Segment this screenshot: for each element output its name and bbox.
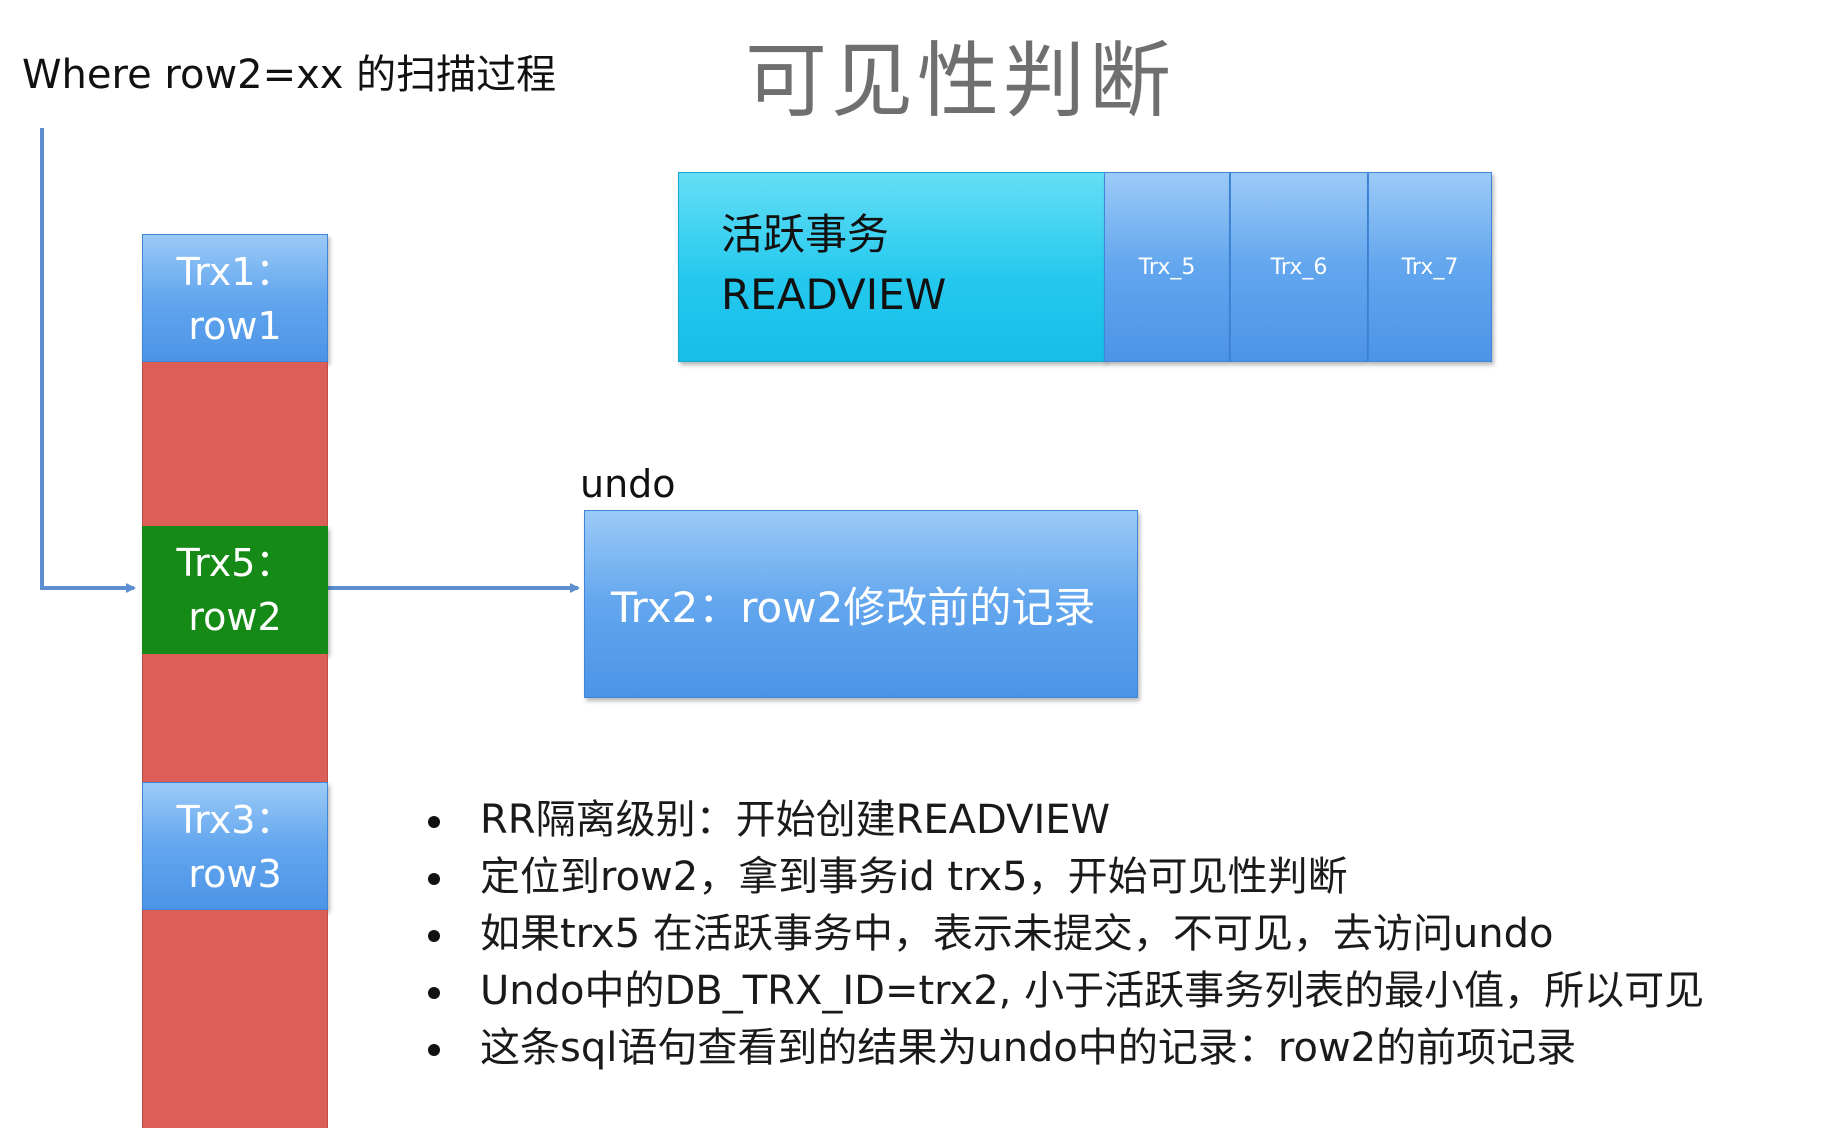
explanation-item: 这条sql语句查看到的结果为undo中的记录：row2的前项记录 (428, 1020, 1704, 1077)
explanation-item: Undo中的DB_TRX_ID=trx2, 小于活跃事务列表的最小值，所以可见 (428, 963, 1704, 1020)
row-trx3: Trx3： row3 (142, 782, 328, 910)
row-trx1-row: row1 (188, 304, 282, 348)
scan-arrow (40, 128, 136, 593)
row-trx3-row: row3 (188, 852, 282, 896)
row-trx3-id: Trx3： (176, 798, 294, 842)
row-trx5-id: Trx5： (176, 541, 294, 585)
scan-process-label: Where row2=xx 的扫描过程 (22, 52, 557, 98)
row-trx1-id: Trx1： (176, 250, 294, 294)
row-block-red-3 (142, 910, 328, 1128)
readview-box: 活跃事务 READVIEW (678, 172, 1106, 362)
row-trx5-row: row2 (188, 595, 282, 639)
readview-trx-5: Trx_5 (1104, 172, 1230, 362)
row-trx5: Trx5： row2 (142, 526, 328, 654)
undo-record-box: Trx2：row2修改前的记录 (584, 510, 1138, 698)
explanation-item: RR隔离级别：开始创建READVIEW (428, 792, 1704, 849)
readview-subtitle: READVIEW (721, 270, 947, 319)
row-trx1: Trx1： row1 (142, 234, 328, 362)
explanation-item: 定位到row2，拿到事务id trx5，开始可见性判断 (428, 849, 1704, 906)
readview-trx-7: Trx_7 (1368, 172, 1492, 362)
explanation-item: 如果trx5 在活跃事务中，表示未提交，不可见，去访问undo (428, 906, 1704, 963)
undo-label: undo (580, 462, 676, 506)
readview-title: 活跃事务 (721, 210, 890, 259)
explanation-list: RR隔离级别：开始创建READVIEW 定位到row2，拿到事务id trx5，… (428, 792, 1704, 1077)
row-block-red-1 (142, 362, 328, 526)
page-title: 可见性判断 (745, 34, 1176, 129)
readview-trx-6: Trx_6 (1230, 172, 1368, 362)
row-block-red-2 (142, 654, 328, 782)
